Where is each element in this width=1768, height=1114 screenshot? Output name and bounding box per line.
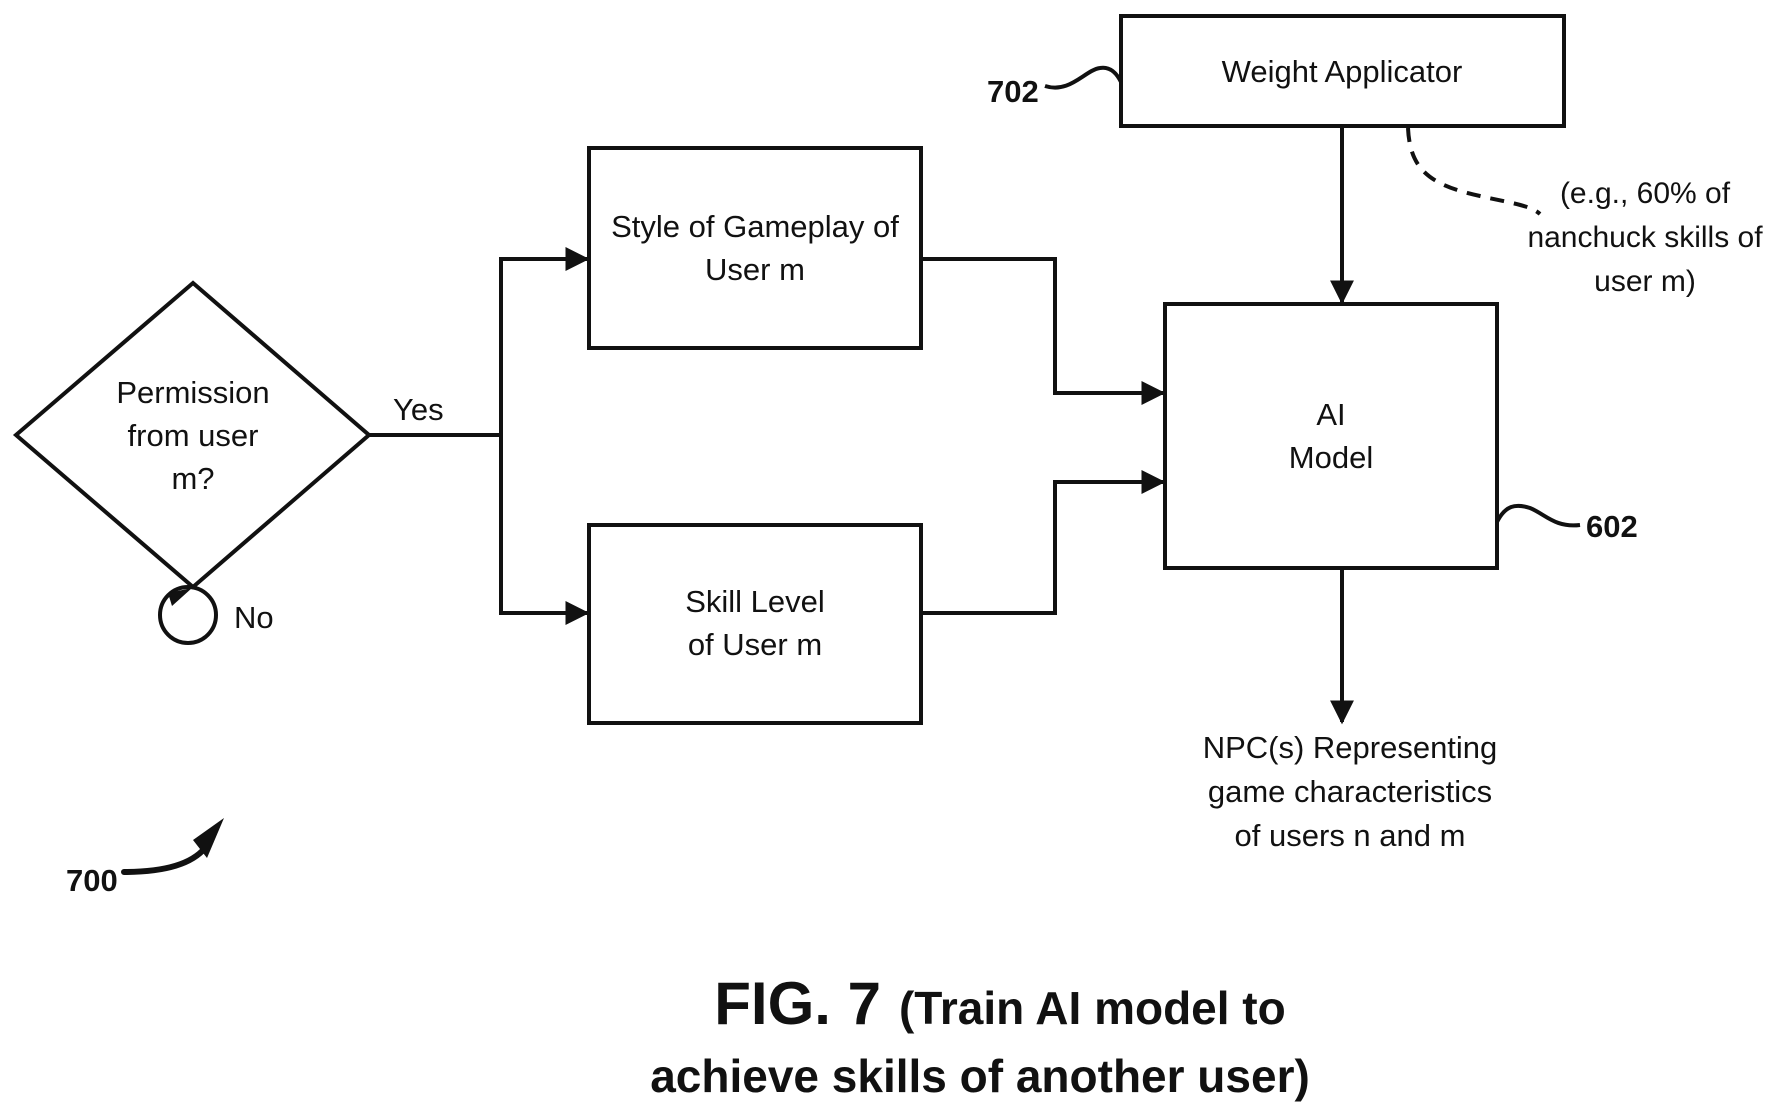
arrow-style-to-ai: [921, 257, 1166, 405]
output-line-2: game characteristics: [1208, 774, 1492, 809]
skill-box-shape: [587, 523, 923, 725]
figure-caption-line-2: achieve skills of another user): [650, 1050, 1310, 1102]
node-style-of-gameplay: Style of Gameplay of User m: [587, 146, 923, 350]
weight-box-shape: [1119, 14, 1566, 128]
node-ai-model: AI Model 602: [1163, 302, 1638, 725]
annotation-line-3: user m): [1594, 265, 1696, 298]
yes-connector: Yes: [369, 247, 590, 625]
figure-number: FIG. 7: [714, 970, 881, 1037]
weight-ref-number: 702: [987, 74, 1039, 109]
weight-ref-leader: [1044, 65, 1123, 90]
ai-text-line-2: Model: [1289, 440, 1373, 475]
ai-ref-leader: [1495, 503, 1581, 528]
ai-box-shape: [1163, 302, 1499, 570]
ai-text-line-1: AI: [1316, 397, 1345, 432]
decision-text-line-2: from user: [128, 418, 259, 453]
weight-annotation: (e.g., 60% of nanchuck skills of user m): [1527, 177, 1763, 298]
node-weight-applicator: Weight Applicator 702: [987, 14, 1566, 305]
connectors-to-ai: [921, 257, 1166, 615]
no-label: No: [234, 600, 274, 635]
output-npc: NPC(s) Representing game characteristics…: [1203, 730, 1498, 853]
ai-ref-number: 602: [1586, 509, 1638, 544]
node-skill-level: Skill Level of User m: [587, 523, 923, 725]
decision-permission: Permission from user m?: [12, 280, 373, 590]
arrow-skill-to-ai: [921, 470, 1166, 615]
annotation-dashed-leader: [1406, 127, 1542, 216]
diagram-ref-700: 700: [66, 818, 224, 898]
style-box-shape: [587, 146, 923, 350]
style-text-line-2: User m: [705, 252, 805, 287]
skill-text-line-1: Skill Level: [685, 584, 825, 619]
no-loop-arrowhead-icon: [168, 588, 192, 606]
figure-caption: FIG. 7 (Train AI model to achieve skills…: [650, 970, 1310, 1102]
diagram-ref-number: 700: [66, 863, 118, 898]
output-line-3: of users n and m: [1235, 818, 1466, 853]
annotation-line-2: nanchuck skills of: [1527, 221, 1763, 254]
decision-text-line-1: Permission: [116, 375, 269, 410]
diagram-ref-arrow-shaft: [121, 845, 208, 875]
no-loop: No: [158, 585, 274, 645]
output-line-1: NPC(s) Representing: [1203, 730, 1498, 765]
skill-text-line-2: of User m: [688, 627, 822, 662]
style-text-line-1: Style of Gameplay of: [611, 209, 899, 244]
annotation-line-1: (e.g., 60% of: [1560, 177, 1731, 210]
diagram-ref-arrowhead-icon: [193, 818, 224, 858]
weight-text: Weight Applicator: [1222, 54, 1463, 89]
no-loop-circle: [158, 585, 218, 645]
figure-caption-part-1: (Train AI model to: [899, 982, 1286, 1034]
figure-caption-line-1: FIG. 7 (Train AI model to: [714, 970, 1285, 1037]
decision-text-line-3: m?: [171, 461, 214, 496]
yes-label: Yes: [393, 392, 444, 427]
